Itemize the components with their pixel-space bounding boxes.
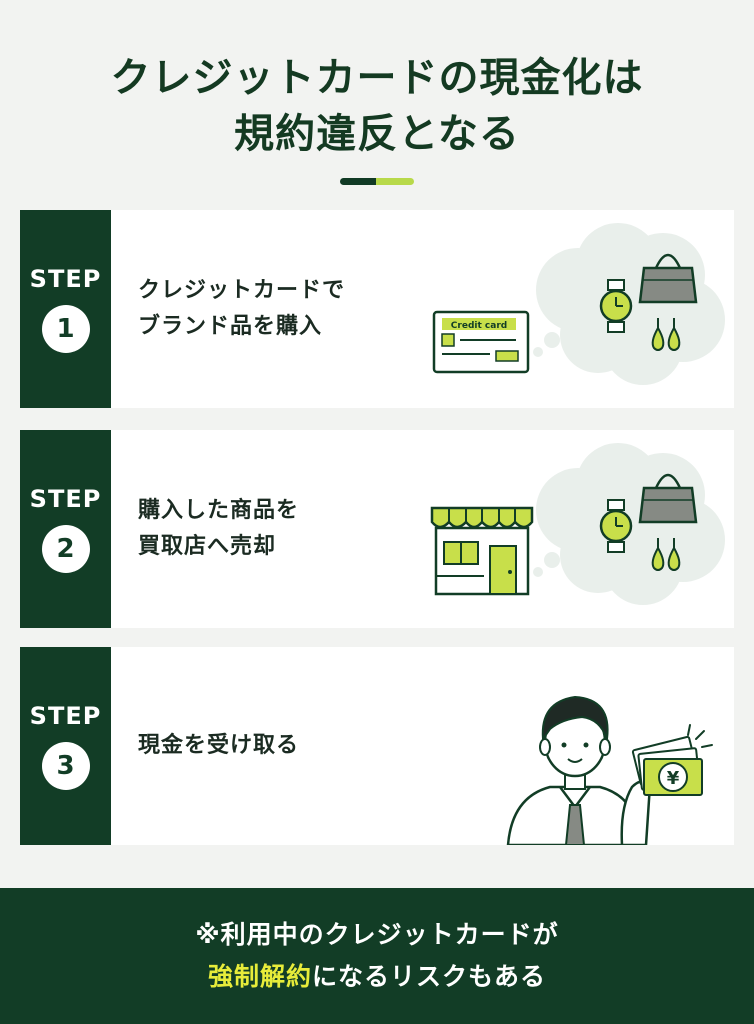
step-text-line-1: クレジットカードで: [138, 278, 346, 303]
page-title: クレジットカードの現金化は 規約違反となる: [0, 50, 754, 162]
step-description-3: 現金を受け取る: [138, 647, 299, 845]
step-label: STEP: [29, 265, 102, 293]
watch-icon: [599, 499, 633, 553]
footer-rest-text: になるリスクもある: [312, 962, 547, 991]
credit-card-to-brand-goods-illustration: Credit card: [432, 223, 725, 385]
title-line-2: 規約違反となる: [234, 111, 520, 157]
title-line-1: クレジットカードの現金化は: [110, 55, 644, 101]
step-text-line-2: ブランド品を購入: [138, 314, 323, 339]
handbag-icon: [638, 253, 698, 304]
title-underline: [340, 178, 414, 185]
step-description-2: 購入した商品を 買取店へ売却: [138, 430, 299, 628]
earrings-icon: [651, 538, 681, 571]
step-description-1: クレジットカードで ブランド品を購入: [138, 210, 345, 408]
underline-dark-segment: [340, 178, 376, 185]
shop-icon: [430, 506, 534, 596]
step-badge-2: STEP 2: [20, 430, 111, 628]
man-with-cash-illustration: ¥: [506, 695, 713, 845]
handbag-icon: [638, 473, 698, 524]
credit-card-icon: Credit card: [432, 310, 530, 374]
step-badge-1: STEP 1: [20, 210, 111, 408]
watch-icon: [599, 279, 633, 333]
underline-lime-segment: [376, 178, 414, 185]
step-text-line-1: 現金を受け取る: [138, 733, 300, 758]
earrings-icon: [651, 318, 681, 351]
step-card-3: STEP 3 現金を受け取る: [20, 647, 734, 845]
step-label: STEP: [29, 702, 102, 730]
cash-bills-icon: ¥: [631, 724, 713, 796]
step-card-2: STEP 2 購入した商品を 買取店へ売却: [20, 430, 734, 628]
yen-symbol: ¥: [667, 768, 680, 789]
credit-card-label: Credit card: [451, 321, 507, 331]
footer-line-2: 強制解約になるリスクもある: [208, 956, 546, 998]
step-label: STEP: [29, 485, 102, 513]
step-number: 2: [41, 525, 90, 573]
step-number: 3: [41, 742, 90, 790]
step-number: 1: [41, 305, 90, 353]
step-text-line-2: 買取店へ売却: [138, 534, 277, 559]
footer-line-1: ※利用中のクレジットカードが: [195, 920, 559, 949]
shop-sell-goods-illustration: [430, 443, 725, 605]
footer-highlight-text: 強制解約: [207, 962, 312, 991]
warning-footer: ※利用中のクレジットカードが 強制解約になるリスクもある: [0, 888, 754, 1024]
businessman-icon: [506, 695, 652, 845]
step-card-1: STEP 1 クレジットカードで ブランド品を購入 Credit card: [20, 210, 734, 408]
step-text-line-1: 購入した商品を: [138, 498, 300, 523]
step-badge-3: STEP 3: [20, 647, 111, 845]
